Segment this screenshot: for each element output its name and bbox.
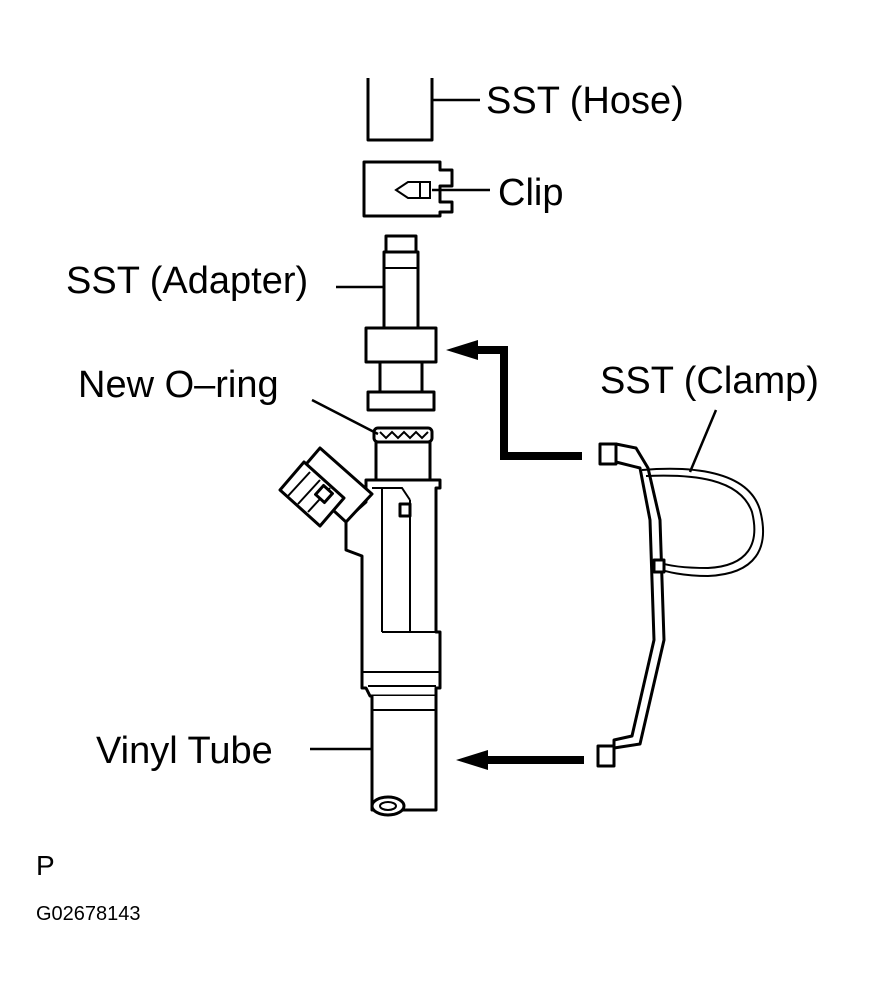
label-vinyl-tube: Vinyl Tube: [96, 730, 273, 772]
upper-arrow: [446, 340, 582, 460]
injector-connector: [278, 446, 374, 528]
label-sst-clamp: SST (Clamp): [600, 360, 819, 402]
figure-code: G02678143: [36, 903, 141, 925]
label-sst-adapter: SST (Adapter): [66, 260, 309, 302]
label-sst-hose: SST (Hose): [486, 80, 684, 122]
clamp-leader: [688, 409, 718, 473]
sst-hose: [366, 78, 434, 142]
oring-leader: [311, 398, 379, 436]
lower-arrow: [456, 750, 584, 770]
sst-adapter: [364, 234, 438, 412]
page-marker: P: [36, 850, 55, 881]
label-clip: Clip: [498, 172, 564, 214]
o-ring: [372, 426, 434, 444]
clip: [362, 160, 454, 218]
vinyl-tube: [370, 696, 438, 817]
sst-clamp: [596, 442, 765, 768]
label-new-o-ring: New O–ring: [78, 364, 279, 406]
injector-body: [344, 440, 442, 698]
